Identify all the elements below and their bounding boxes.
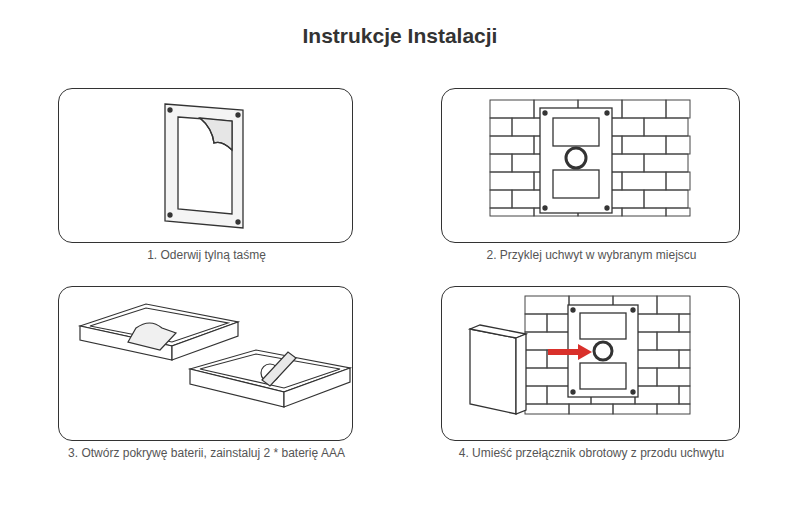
step-panel: 2. Przyklej uchwyt w wybranym miejscu: [441, 88, 740, 262]
battery-box: [80, 304, 350, 407]
brick: [644, 190, 688, 208]
brick: [622, 172, 666, 190]
brick: [525, 332, 569, 350]
brick: [490, 172, 534, 190]
brick: [613, 404, 657, 414]
brick: [525, 350, 547, 368]
title: Instrukcje Instalacji: [0, 24, 800, 48]
step-panel: 1. Oderwij tylną taśmę: [58, 88, 353, 262]
brick: [525, 404, 569, 414]
brick: [525, 314, 547, 332]
brick: [644, 154, 688, 172]
panel-frame: [441, 88, 740, 243]
brick: [644, 118, 688, 136]
brick: [490, 136, 534, 154]
brick: [666, 172, 690, 190]
step-caption: 4. Umieść przełącznik obrotowy z przodu …: [458, 446, 725, 460]
brick: [657, 296, 690, 314]
brick: [622, 136, 666, 154]
brick: [679, 386, 690, 404]
brick: [490, 208, 534, 216]
brick: [657, 368, 690, 386]
brick: [525, 296, 569, 314]
brick: [490, 100, 534, 118]
step-caption: 1. Oderwij tylną taśmę: [146, 248, 267, 262]
step-panel: 3. Otwórz pokrywę baterii, zainstaluj 2 …: [58, 286, 353, 460]
brick: [679, 350, 690, 368]
brick: [490, 118, 512, 136]
brick: [635, 350, 679, 368]
step-caption: 2. Przyklej uchwyt w wybranym miejscu: [485, 248, 697, 262]
brick: [490, 190, 512, 208]
rotary-switch: [470, 325, 526, 414]
brick: [569, 404, 613, 414]
panel-frame: [441, 286, 740, 441]
mounting-frame: [165, 104, 243, 228]
brick: [666, 208, 690, 216]
brick: [657, 332, 690, 350]
brick: [525, 368, 569, 386]
red-arrow: [548, 344, 592, 360]
brick: [490, 154, 512, 172]
step-caption: 3. Otwórz pokrywę baterii, zainstaluj 2 …: [67, 446, 346, 460]
brick: [666, 136, 690, 154]
brick: [635, 314, 679, 332]
brick: [622, 100, 666, 118]
brick: [666, 100, 690, 118]
brick: [657, 404, 690, 414]
brick: [635, 386, 679, 404]
brick: [525, 386, 547, 404]
panel-frame: [58, 286, 353, 441]
step-panel: 4. Umieść przełącznik obrotowy z przodu …: [441, 286, 740, 460]
brick: [679, 314, 690, 332]
wall-plate: [540, 108, 612, 213]
brick: [622, 208, 666, 216]
panel-frame: [58, 88, 353, 243]
